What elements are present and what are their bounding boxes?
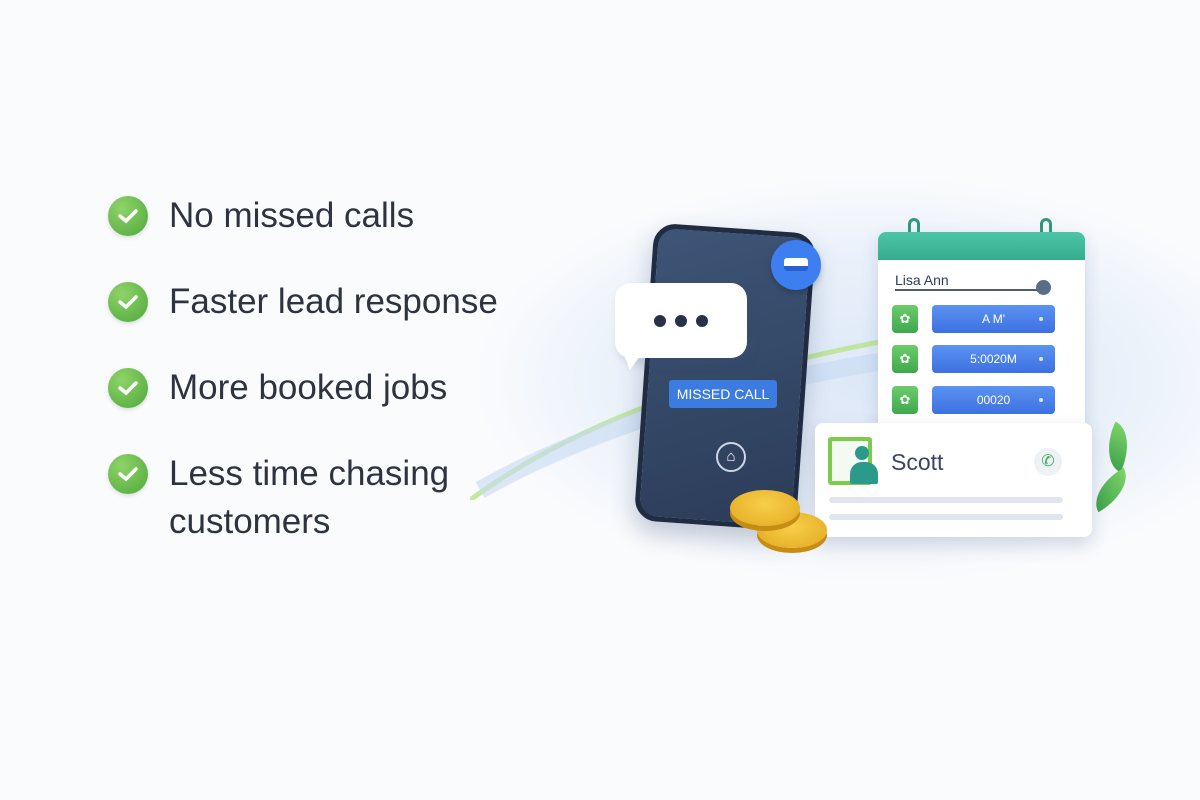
check-circle-icon (108, 454, 148, 494)
calendar-slider (895, 289, 1045, 291)
coin-icon (730, 490, 800, 526)
benefits-list: No missed calls Faster lead response Mor… (108, 192, 509, 584)
avatar-body (850, 462, 878, 484)
slider-knob-icon (1036, 280, 1051, 295)
appointment-icon: ✿ (892, 345, 918, 373)
time-slot: 00020 (932, 386, 1055, 414)
benefit-item: Faster lead response (108, 278, 509, 326)
benefit-label: No missed calls (169, 196, 415, 235)
time-slot: 5:0020M (932, 345, 1055, 373)
contact-name: Scott (891, 449, 944, 475)
missed-call-badge: MISSED CALL (669, 380, 777, 408)
calendar-name: Lisa Ann (895, 272, 949, 288)
check-circle-icon (108, 282, 148, 322)
notification-badge-icon (771, 240, 821, 290)
benefit-item: No missed calls (108, 192, 509, 240)
chat-bubble-icon (615, 283, 747, 358)
home-button-icon: ⌂ (716, 442, 746, 472)
appointment-icon: ✿ (892, 305, 918, 333)
benefit-label: Faster lead response (169, 282, 498, 321)
phone-icon: ✆ (1034, 448, 1062, 476)
chat-bubble-tail (622, 350, 644, 370)
benefit-item: Less time chasing customers (108, 450, 509, 546)
text-placeholder-line (829, 497, 1063, 503)
check-circle-icon (108, 368, 148, 408)
benefit-item: More booked jobs (108, 364, 509, 412)
appointment-icon: ✿ (892, 386, 918, 414)
avatar-icon (855, 446, 869, 460)
calendar-header (878, 232, 1085, 260)
benefit-label: More booked jobs (169, 368, 448, 407)
benefit-label: Less time chasing customers (169, 454, 450, 541)
text-placeholder-line (829, 514, 1063, 520)
time-slot: A M' (932, 305, 1055, 333)
check-circle-icon (108, 196, 148, 236)
